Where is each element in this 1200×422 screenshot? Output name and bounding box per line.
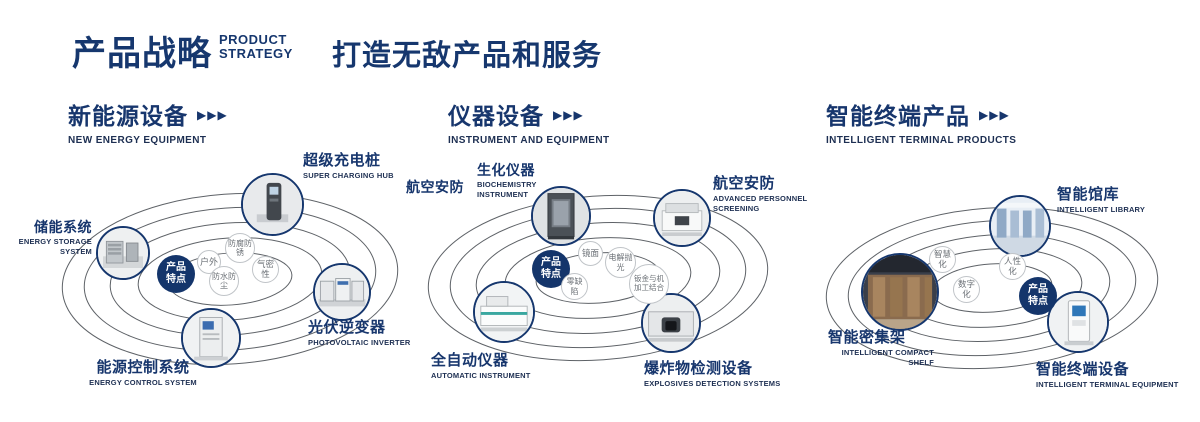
- product-name-cn: 生化仪器: [477, 162, 535, 178]
- page-title-en: PRODUCT STRATEGY: [219, 33, 293, 61]
- page-slogan: 打造无敌产品和服务: [332, 40, 603, 72]
- biochemistry-instrument-image: [533, 188, 589, 244]
- page-title-cn: 产品战略: [72, 35, 212, 73]
- section-heading-instruments: 仪器设备 ▶▶▶ INSTRUMENT AND EQUIPMENT: [448, 97, 609, 146]
- product-circle-energy-control: [181, 308, 241, 368]
- product-name-cn: 全自动仪器: [431, 352, 509, 369]
- section-subtitle: INTELLIGENT TERMINAL PRODUCTS: [826, 135, 1017, 146]
- section-subtitle: INSTRUMENT AND EQUIPMENT: [448, 135, 610, 146]
- compact-shelf-image: [863, 255, 937, 329]
- section-title: 新能源设备: [68, 103, 188, 129]
- features-badge-line1: 产品: [166, 262, 186, 273]
- product-name-cn: 超级充电桩: [303, 152, 381, 169]
- label-intelligent-library: 智能馆库 INTELLIGENT LIBRARY: [1057, 186, 1145, 215]
- product-features-badge: 产品 特点: [532, 250, 570, 288]
- energy-control-image: [183, 310, 239, 366]
- product-features-badge: 产品 特点: [1019, 277, 1057, 315]
- triple-arrow-icon: ▶▶▶: [553, 108, 584, 122]
- intelligent-library-image: [991, 197, 1049, 255]
- product-name-cn: 爆炸物检测设备: [644, 360, 753, 377]
- energy-storage-image: [98, 228, 148, 278]
- product-circle-automatic-instrument: [473, 281, 535, 343]
- product-name-en: ENERGY CONTROL SYSTEM: [89, 378, 197, 388]
- label-biochemistry: 生化仪器 BIOCHEMISTRY INSTRUMENT: [477, 162, 543, 200]
- label-personnel-screening: 航空安防 ADVANCED PERSONNEL SCREENING: [713, 175, 813, 214]
- feature-bubble: 数字化: [953, 276, 980, 303]
- product-name-en: EXPLOSIVES DETECTION SYSTEMS: [644, 379, 781, 389]
- product-name-cn: 智能馆库: [1057, 186, 1120, 203]
- terminal-equipment-image: [1049, 293, 1107, 351]
- section-title: 智能终端产品: [826, 103, 970, 129]
- section-subtitle: NEW ENERGY EQUIPMENT: [68, 135, 207, 146]
- label-energy-control: 能源控制系统 ENERGY CONTROL SYSTEM: [80, 359, 206, 388]
- triple-arrow-icon: ▶▶▶: [197, 108, 228, 122]
- explosives-detection-image: [643, 295, 699, 351]
- label-aviation-security-side: 航空安防: [406, 179, 464, 195]
- product-name-en: INTELLIGENT COMPACT SHELF: [841, 348, 934, 367]
- product-circle-photovoltaic-inverter: [313, 263, 371, 321]
- product-circle-terminal-equipment: [1047, 291, 1109, 353]
- product-name-en: SUPER CHARGING HUB: [303, 171, 394, 181]
- product-name-cn: 智能终端设备: [1036, 361, 1130, 378]
- label-explosives-detection: 爆炸物检测设备 EXPLOSIVES DETECTION SYSTEMS: [644, 360, 780, 389]
- section-heading-intelligent-terminal: 智能终端产品 ▶▶▶ INTELLIGENT TERMINAL PRODUCTS: [826, 97, 1016, 146]
- product-name-en: ADVANCED PERSONNEL SCREENING: [713, 194, 808, 213]
- feature-bubble: 钣金与机加工结合: [629, 264, 669, 304]
- product-name-en: INTELLIGENT LIBRARY: [1057, 205, 1146, 215]
- product-circle-energy-storage: [96, 226, 150, 280]
- feature-bubble: 气密性: [252, 256, 279, 283]
- label-energy-storage: 储能系统 ENERGY STORAGE SYSTEM: [6, 219, 92, 257]
- personnel-screening-image: [655, 191, 709, 245]
- section-title: 仪器设备: [448, 103, 544, 129]
- product-name-en: ENERGY STORAGE SYSTEM: [18, 237, 92, 256]
- product-features-badge: 产品 特点: [157, 255, 195, 293]
- feature-bubble: 镜面: [578, 241, 603, 266]
- label-photovoltaic-inverter: 光伏逆变器 PHOTOVOLTAIC INVERTER: [308, 319, 411, 348]
- features-badge-line2: 特点: [1028, 296, 1048, 307]
- features-badge-line1: 产品: [1028, 284, 1048, 295]
- label-super-charging-hub: 超级充电桩 SUPER CHARGING HUB: [303, 152, 394, 181]
- feature-bubble: 防水防尘: [209, 266, 239, 296]
- features-badge-line1: 产品: [541, 257, 561, 268]
- product-name-en: PHOTOVOLTAIC INVERTER: [308, 338, 411, 348]
- features-badge-line2: 特点: [166, 274, 186, 285]
- automatic-instrument-image: [475, 283, 533, 341]
- product-circle-compact-shelf: [861, 253, 939, 331]
- product-name-cn: 储能系统: [34, 219, 92, 235]
- label-automatic-instrument: 全自动仪器 AUTOMATIC INSTRUMENT: [431, 352, 531, 381]
- feature-bubble: 零缺陷: [561, 273, 588, 300]
- orbit-rings: [427, 194, 769, 362]
- product-name-en: BIOCHEMISTRY INSTRUMENT: [477, 180, 537, 199]
- product-name-en: AUTOMATIC INSTRUMENT: [431, 371, 531, 381]
- feature-bubble: 人性化: [999, 253, 1026, 280]
- feature-bubble: 防腐防锈: [225, 233, 255, 263]
- product-circle-intelligent-library: [989, 195, 1051, 257]
- product-circle-biochemistry: [531, 186, 591, 246]
- label-terminal-equipment: 智能终端设备 INTELLIGENT TERMINAL EQUIPMENT: [1036, 361, 1179, 390]
- product-name-cn: 智能密集架: [828, 329, 906, 346]
- triple-arrow-icon: ▶▶▶: [979, 108, 1010, 122]
- product-circle-explosives-detection: [641, 293, 701, 353]
- product-name-cn: 能源控制系统: [96, 359, 190, 376]
- features-badge-line2: 特点: [541, 269, 561, 280]
- product-circle-super-charging-hub: [241, 173, 304, 236]
- section-heading-new-energy: 新能源设备 ▶▶▶ NEW ENERGY EQUIPMENT: [68, 97, 228, 146]
- page-title-en-line1: PRODUCT: [219, 32, 287, 47]
- product-circle-personnel-screening: [653, 189, 711, 247]
- product-name-cn: 光伏逆变器: [308, 319, 386, 336]
- feature-bubble: 智慧化: [929, 246, 956, 273]
- photovoltaic-inverter-image: [315, 265, 369, 319]
- label-compact-shelf: 智能密集架 INTELLIGENT COMPACT SHELF: [828, 329, 934, 368]
- super-charging-hub-image: [243, 175, 302, 234]
- product-name-cn: 航空安防: [713, 175, 776, 192]
- product-name-en: INTELLIGENT TERMINAL EQUIPMENT: [1036, 380, 1179, 390]
- page-title-en-line2: STRATEGY: [219, 46, 293, 61]
